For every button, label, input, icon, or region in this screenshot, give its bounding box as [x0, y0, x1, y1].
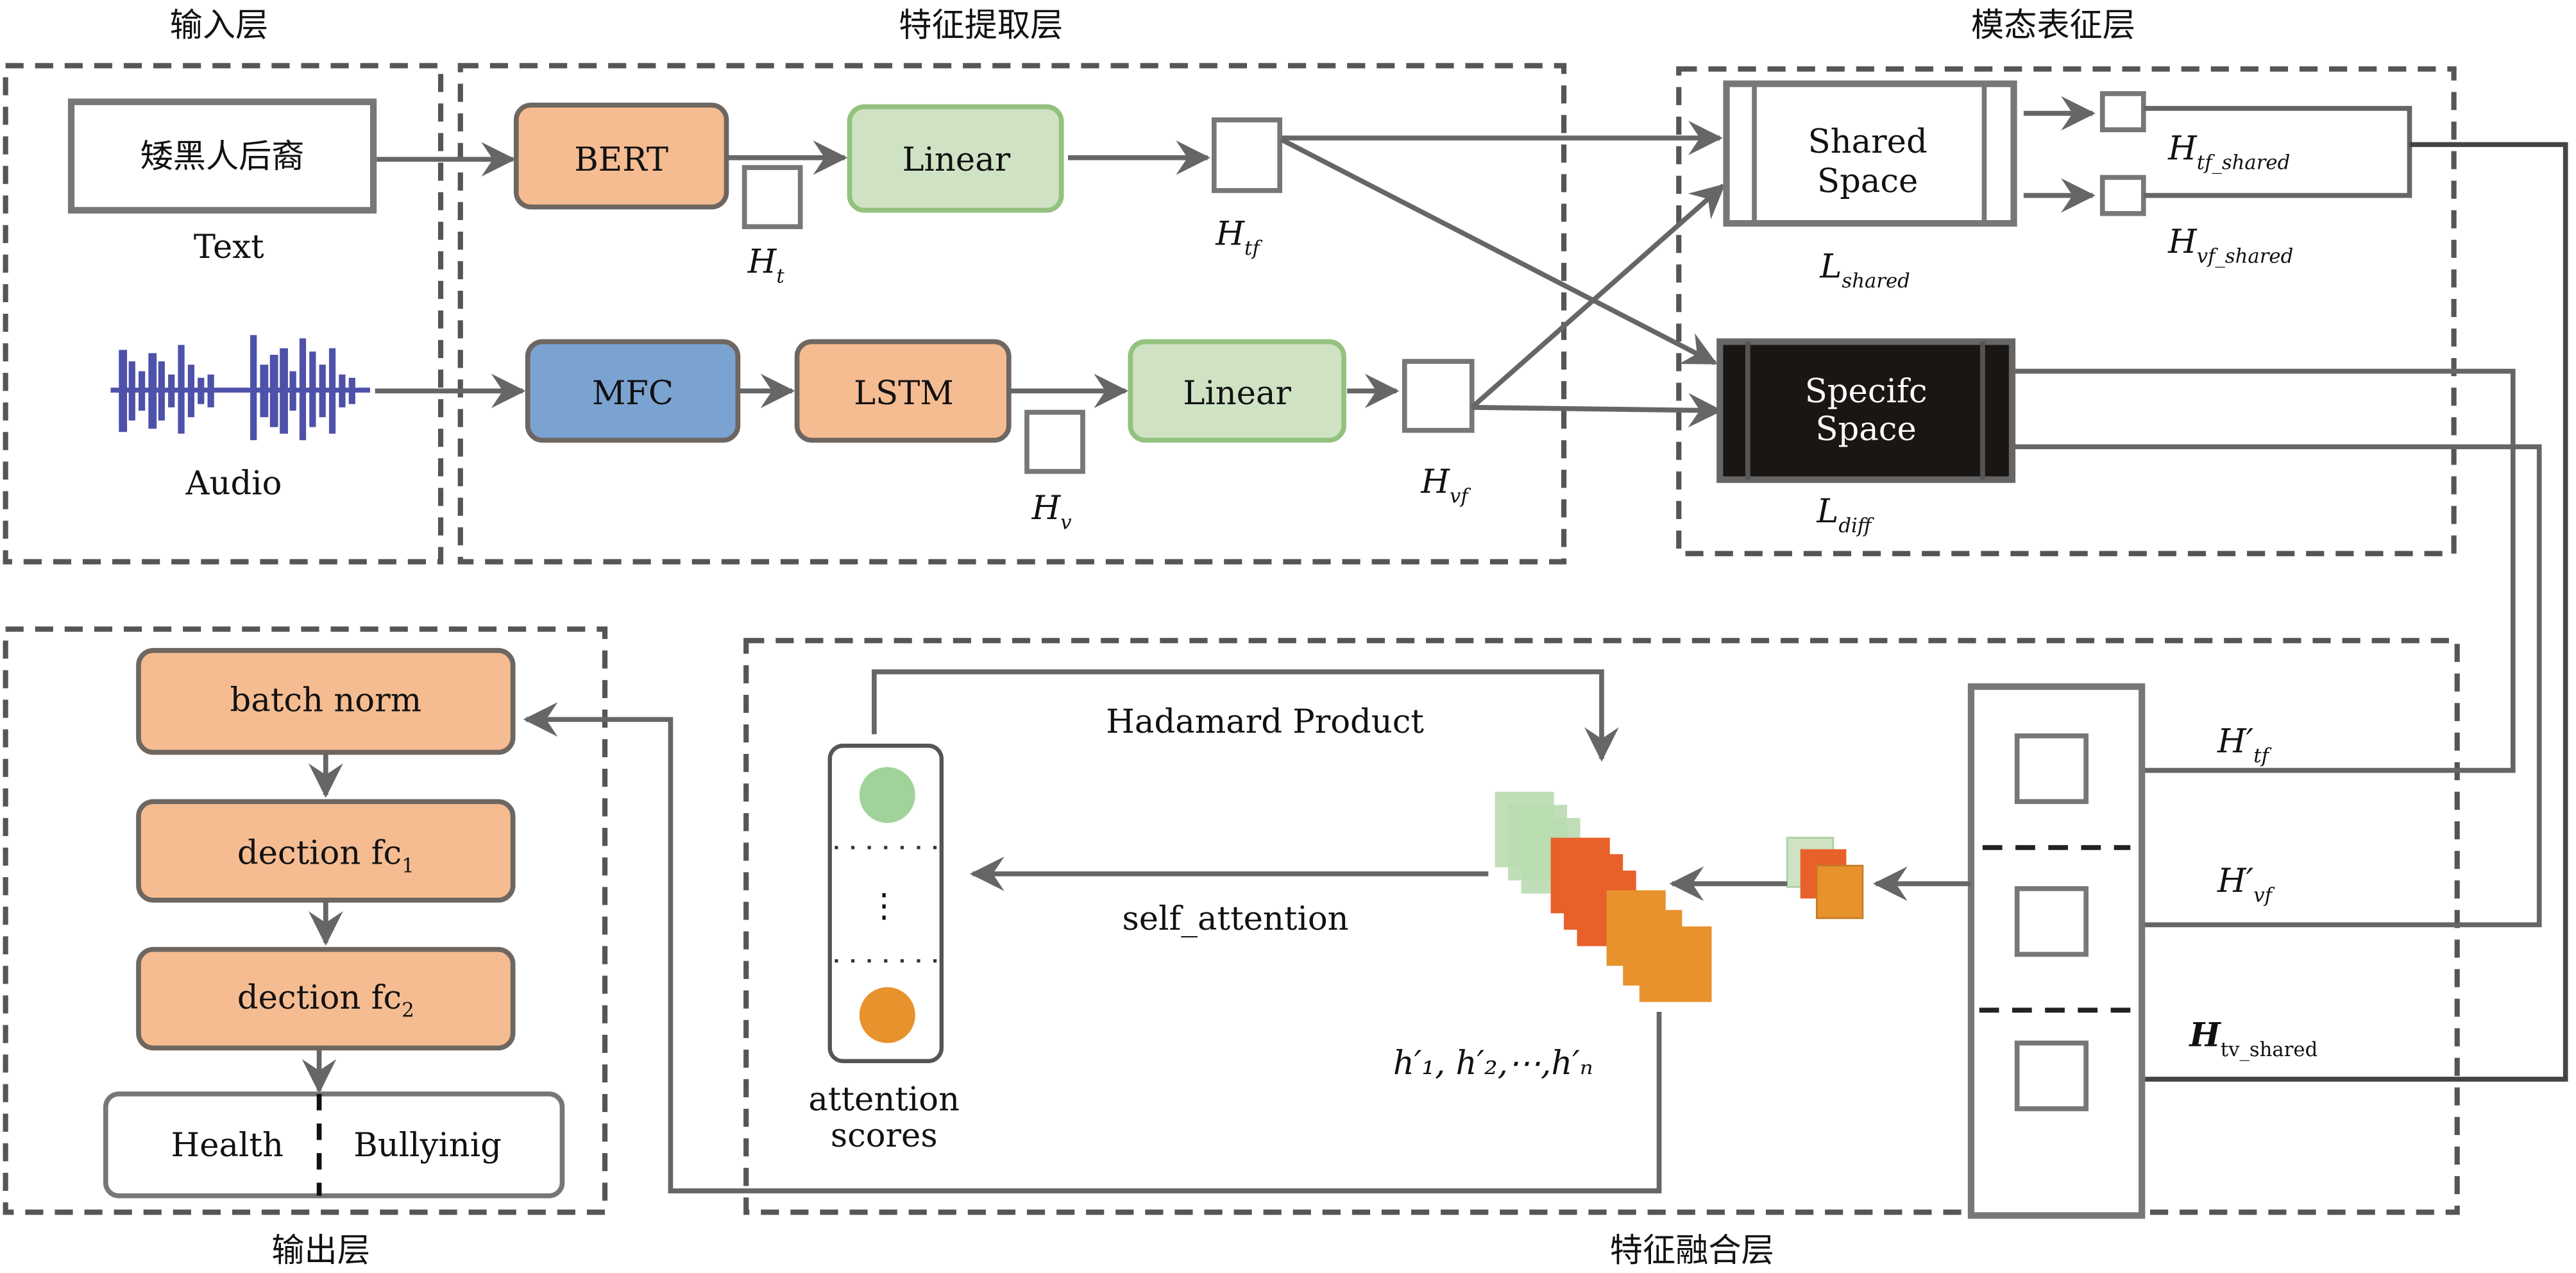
shared-space-label-1: Shared: [1808, 123, 1928, 161]
layer-title-output: 输出层: [271, 1231, 370, 1270]
modal-representation-layer-frame: [1676, 66, 2457, 556]
fc2-block: dection fc2: [136, 946, 516, 1051]
h-tv-shared-label: Htv_shared: [2188, 1016, 2318, 1061]
h-tf-prime-vector: [2014, 733, 2089, 805]
vertical-ellipsis: ⋮: [868, 886, 901, 925]
hadamard-label: Hadamard Product: [1106, 703, 1424, 741]
batch-norm-block: batch norm: [136, 647, 516, 755]
l-diff-label: Ldiff: [1816, 492, 1874, 537]
attention-scores-label-2: scores: [831, 1116, 938, 1155]
arrow-specific-to-htf-prime: [2013, 368, 2516, 788]
attention-scores-label-1: attention: [808, 1081, 960, 1119]
text-sample: 矮黑人后裔: [140, 137, 305, 176]
h-v-label: Hv: [1031, 489, 1072, 534]
h-t-vector: [741, 165, 803, 230]
arrow-htf-to-specific: [1280, 137, 1718, 366]
shared-merge-bracket: [2143, 106, 2412, 198]
fc2-label: dection fc2: [237, 978, 414, 1022]
attention-score-orange: [859, 987, 915, 1043]
h-vf-vector: [1402, 359, 1475, 433]
fusion-stack: [1967, 683, 2146, 1219]
arrow-fusion-to-batch-norm: [523, 702, 1662, 1193]
mfc-block: MFC: [525, 339, 741, 443]
h-tf-shared-label: Htf_shared: [2167, 129, 2290, 174]
attention-score-green: [859, 767, 915, 823]
batch-norm-label: batch norm: [230, 681, 422, 719]
audio-label: Audio: [185, 465, 282, 503]
h-tf-label: Htf: [1215, 214, 1262, 259]
layer-title-feature-fusion: 特征融合层: [1610, 1231, 1774, 1270]
h-v-vector: [1024, 409, 1085, 474]
arrow-shared-to-htv-shared: [2086, 142, 2568, 1097]
feature-map-stack-icon: [1495, 791, 1712, 1002]
self-attention-label: self_attention: [1123, 900, 1349, 938]
class-health: Health: [171, 1126, 284, 1165]
linear-text-label: Linear: [902, 141, 1011, 179]
lstm-block: LSTM: [794, 339, 1012, 443]
layer-title-input: 输入层: [170, 6, 269, 44]
l-shared-label: Lshared: [1819, 248, 1910, 293]
audio-waveform-icon: [110, 335, 370, 441]
arrow-hvf-to-specific: [1471, 393, 1723, 428]
mfc-label: MFC: [592, 374, 674, 413]
h-vf-label: Hvf: [1420, 463, 1471, 508]
specific-space-block: Specifc Space: [1716, 338, 2016, 483]
text-input-box: 矮黑人后裔: [67, 98, 377, 214]
fc1-label: dection fc1: [237, 834, 414, 878]
specific-space-label-1: Specifc: [1805, 372, 1928, 411]
class-bullying: Bullyinig: [353, 1126, 502, 1165]
layer-title-modal-representation: 模态表征层: [1971, 6, 2135, 44]
shared-space-label-2: Space: [1817, 162, 1918, 201]
h-tf-prime-label: H′tf: [2217, 722, 2272, 767]
h-vf-shared-vector: [2099, 175, 2146, 216]
h-vf-prime-vector: [2014, 886, 2089, 957]
arrow-hvf-to-shared: [1470, 184, 1725, 409]
output-layer-frame: [3, 626, 608, 1215]
h-tf-vector: [1211, 117, 1283, 193]
fc1-block: dection fc1: [136, 799, 516, 903]
arrow-specific-to-hvf-prime: [2013, 444, 2542, 943]
text-label: Text: [194, 228, 264, 266]
specific-space-label-2: Space: [1815, 410, 1916, 449]
h-vf-prime-label: H′vf: [2217, 862, 2275, 907]
h-t-label: Ht: [747, 243, 785, 287]
h-tf-shared-vector: [2099, 91, 2146, 133]
shared-space-block: Shared Space: [1723, 80, 2017, 227]
classification-output-box: Health Bullyinig: [103, 1091, 565, 1199]
h-vf-shared-label: Hvf_shared: [2167, 223, 2293, 268]
input-layer-frame: [3, 63, 444, 565]
layer-title-feature-extraction: 特征提取层: [899, 6, 1063, 44]
h-sequence-label: h′₁, h′₂,⋯,h′ₙ: [1393, 1044, 1593, 1082]
linear-audio-label: Linear: [1183, 374, 1291, 413]
linear-audio-block: Linear: [1128, 339, 1346, 443]
h-tv-shared-vector: [2014, 1040, 2089, 1111]
bert-block: BERT: [513, 103, 729, 210]
attention-scores-column: ⋮: [827, 744, 944, 1063]
lstm-label: LSTM: [854, 374, 954, 413]
hadamard-arrow: [872, 669, 1619, 762]
linear-text-block: Linear: [847, 104, 1064, 213]
bert-label: BERT: [574, 141, 668, 179]
small-feature-stack-icon: [1786, 837, 1864, 919]
